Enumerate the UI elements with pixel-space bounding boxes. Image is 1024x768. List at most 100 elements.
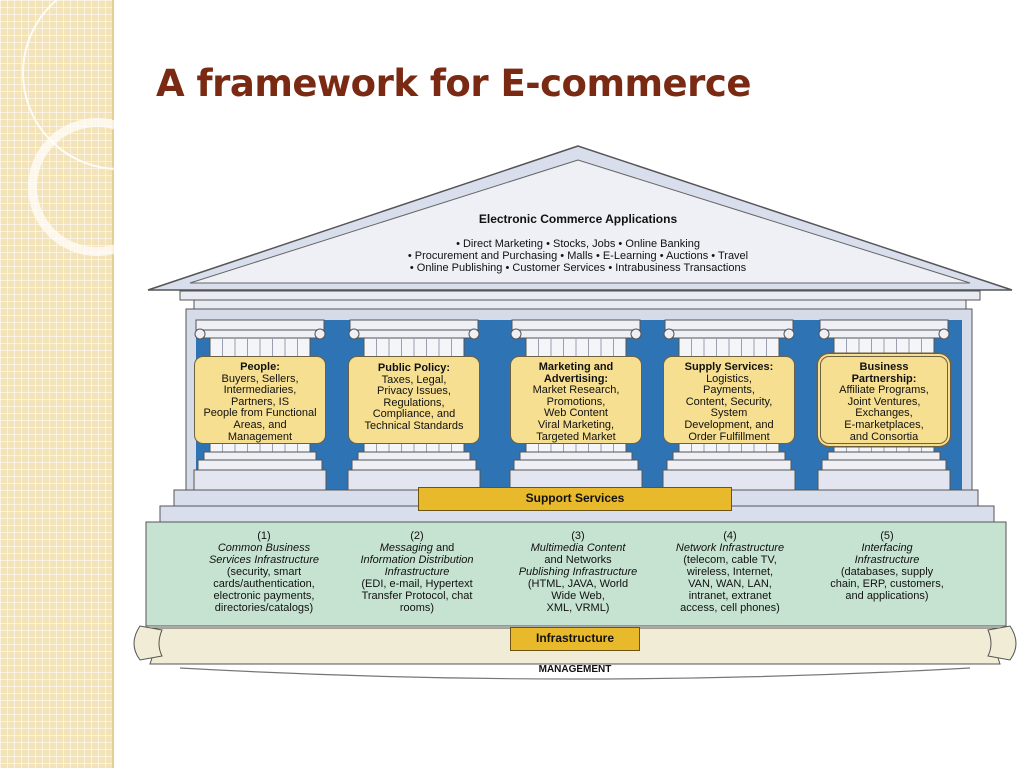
pillar-line: Management xyxy=(227,430,293,443)
entablature-top xyxy=(179,290,981,301)
column-base xyxy=(519,451,633,461)
column-plinth xyxy=(513,459,639,471)
column-volute xyxy=(938,328,950,340)
infra-detail: chain, ERP, customers, xyxy=(830,578,944,590)
infrastructure-column-1: (1) Common Business Services Infrastruct… xyxy=(189,530,339,614)
pillar-line: Buyers, Sellers, xyxy=(221,372,299,385)
column-pedestal xyxy=(193,469,327,491)
column-pedestal xyxy=(817,469,951,491)
column-capital-band xyxy=(519,329,633,339)
pillar-line: Partners, IS xyxy=(230,395,290,408)
infrastructure-band xyxy=(145,521,1007,627)
infra-detail: electronic payments, xyxy=(213,590,315,602)
infra-title: Infrastructure xyxy=(384,566,450,578)
infra-title-suffix: and xyxy=(432,542,455,554)
column-volute xyxy=(468,328,480,340)
pillar-heading: Marketing and xyxy=(538,361,614,373)
column-volute xyxy=(630,328,642,340)
pillar-line: People from Functional xyxy=(203,407,317,420)
infra-detail: access, cell phones) xyxy=(680,602,780,614)
infra-detail: (security, smart xyxy=(226,566,302,578)
column-volute xyxy=(663,328,675,340)
pillar-heading: Partnership: xyxy=(851,372,917,385)
column-base xyxy=(203,451,317,461)
applications-line: • Direct Marketing • Stocks, Jobs • Onli… xyxy=(456,238,700,250)
pillar-line: E-marketplaces, xyxy=(844,418,924,431)
applications-line: • Online Publishing • Customer Services … xyxy=(409,262,747,274)
column-volute xyxy=(194,328,206,340)
column-plinth xyxy=(351,459,477,471)
pillar-marketing-advertising: Marketing and Advertising: Market Resear… xyxy=(510,356,642,444)
pillar-line: Joint Ventures, xyxy=(847,395,921,408)
column-capital-band xyxy=(827,329,941,339)
pillar-line: Market Research, xyxy=(532,384,620,397)
pillar-heading: People: xyxy=(240,361,280,373)
infra-number: (5) xyxy=(880,530,894,542)
infra-subtitle: and Networks xyxy=(544,554,612,566)
infrastructure-column-4: (4) Network Infrastructure (telecom, cab… xyxy=(655,530,805,614)
pillar-line: System xyxy=(710,407,748,420)
infra-detail: cards/authentication, xyxy=(213,578,315,590)
pillar-line: Promotions, xyxy=(546,395,606,408)
column-capital xyxy=(819,319,949,331)
pillar-line: Affiliate Programs, xyxy=(839,384,929,397)
infra-detail: rooms) xyxy=(399,602,435,614)
infra-title: Multimedia Content xyxy=(530,542,626,554)
infra-detail: intranet, extranet xyxy=(688,590,772,602)
infra-detail: directories/catalogs) xyxy=(214,602,314,614)
infra-detail: (telecom, cable TV, xyxy=(683,554,777,566)
infra-detail: and applications) xyxy=(845,590,929,602)
infrastructure-column-3: (3) Multimedia Content and Networks Publ… xyxy=(503,530,653,614)
infra-title: Common Business xyxy=(217,542,311,554)
pillar-line: Areas, and xyxy=(233,418,287,431)
pillar-line: Viral Marketing, xyxy=(537,418,615,431)
pillar-line: Web Content xyxy=(543,407,608,420)
column-plinth xyxy=(666,459,792,471)
column-volute xyxy=(783,328,795,340)
infra-number: (3) xyxy=(571,530,585,542)
ribbon-curl-left xyxy=(133,625,163,661)
column-base xyxy=(357,451,471,461)
infra-title: Information Distribution xyxy=(360,554,474,566)
management-label: MANAGEMENT xyxy=(538,664,612,675)
column-capital-band xyxy=(203,329,317,339)
infra-detail: Wide Web, xyxy=(551,590,605,602)
pillar-line: Content, Security, xyxy=(685,395,773,408)
infra-title: Infrastructure xyxy=(854,554,920,566)
infra-title: Services Infrastructure xyxy=(208,554,320,566)
pillar-line: Exchanges, xyxy=(855,407,913,420)
column-base xyxy=(672,451,786,461)
pillar-line: Technical Standards xyxy=(364,419,464,432)
infra-detail: Transfer Protocol, chat xyxy=(361,590,473,602)
pillar-line: Payments, xyxy=(703,384,755,397)
infra-detail: wireless, Internet, xyxy=(686,566,774,578)
pillar-line: Logistics, xyxy=(706,372,752,385)
column-pedestal xyxy=(347,469,481,491)
column-capital xyxy=(664,319,794,331)
pillar-line: Order Fulfillment xyxy=(688,430,770,443)
pillar-line: and Consortia xyxy=(849,430,919,443)
pillar-heading: Advertising: xyxy=(543,372,609,385)
pillar-line: Regulations, xyxy=(383,396,445,409)
pillar-heading: Supply Services: xyxy=(684,361,774,373)
pillar-line: Compliance, and xyxy=(372,408,456,421)
ribbon-underline xyxy=(179,667,971,680)
pillar-heading: Public Policy: xyxy=(377,362,451,374)
infra-title: Publishing Infrastructure xyxy=(518,566,638,578)
infrastructure-column-5: (5) Interfacing Infrastructure (database… xyxy=(812,530,962,602)
roof-inner xyxy=(189,159,971,284)
infra-title: Network Infrastructure xyxy=(675,542,785,554)
support-services-label: Support Services xyxy=(418,487,732,511)
column-capital xyxy=(349,319,479,331)
slide-title: A framework for E-commerce xyxy=(156,62,751,105)
column-capital xyxy=(511,319,641,331)
column-volute xyxy=(348,328,360,340)
infra-number: (4) xyxy=(723,530,737,542)
pillar-supply-services: Supply Services: Logistics, Payments, Co… xyxy=(663,356,795,444)
infra-number: (1) xyxy=(257,530,271,542)
applications-title: Electronic Commerce Applications xyxy=(478,212,678,226)
column-volute xyxy=(314,328,326,340)
decorative-side-band xyxy=(0,0,216,768)
infra-detail: VAN, WAN, LAN, xyxy=(688,578,772,590)
